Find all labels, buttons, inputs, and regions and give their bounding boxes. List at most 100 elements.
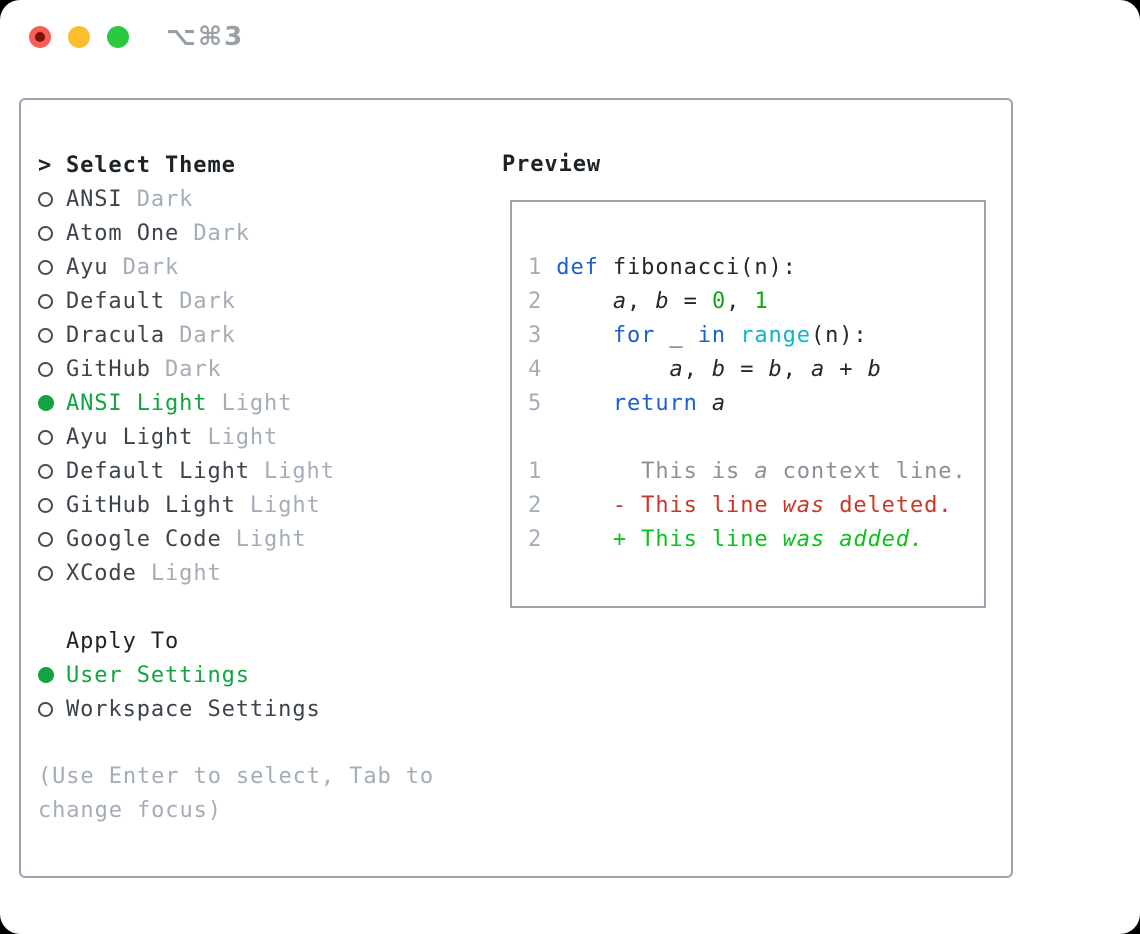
code-token-ctx: context line. xyxy=(768,459,967,484)
code-token-add: + This line xyxy=(612,527,783,552)
radio-marker xyxy=(38,565,66,581)
code-token-kw: in xyxy=(697,323,727,348)
close-dot-icon xyxy=(35,32,45,42)
theme-option-dracula[interactable]: Dracula Dark xyxy=(38,318,434,352)
code-line: 1 This is a context line. xyxy=(528,455,967,489)
theme-option-github-light[interactable]: GitHub Light Light xyxy=(38,488,434,522)
code-token-lit: 1 xyxy=(754,289,769,314)
theme-option-default-light[interactable]: Default Light Light xyxy=(38,454,434,488)
code-token-pl: (n): xyxy=(810,323,868,348)
radio-marker xyxy=(38,497,66,513)
theme-option-label: GitHub Light xyxy=(66,492,236,518)
zoom-button[interactable] xyxy=(107,26,129,48)
theme-option-badge: Light xyxy=(221,390,293,416)
theme-option-ayu-light[interactable]: Ayu Light Light xyxy=(38,420,434,454)
code-token-var: b xyxy=(711,357,727,382)
theme-option-label: Ayu Light xyxy=(66,424,194,450)
code-line: 2 - This line was deleted. xyxy=(528,489,967,523)
theme-option-label: Default xyxy=(66,288,166,314)
theme-option-ayu[interactable]: Ayu Dark xyxy=(38,250,434,284)
theme-option-label: GitHub xyxy=(66,356,151,382)
theme-option-badge: Light xyxy=(150,560,222,586)
code-token-num: 1 xyxy=(528,459,543,484)
code-token-del: - This line xyxy=(612,493,783,518)
theme-option-badge: Dark xyxy=(193,220,250,246)
radio-marker xyxy=(38,259,66,275)
code-line: 4 a, b = b, a + b xyxy=(528,353,967,387)
theme-option-badge: Light xyxy=(264,458,335,484)
theme-option-badge-space xyxy=(222,527,236,552)
apply-option-workspace-settings[interactable]: Workspace Settings xyxy=(38,692,434,726)
radio-icon xyxy=(38,293,53,309)
code-token-pl: fibonacci(n): xyxy=(598,255,797,280)
theme-option-badge-space xyxy=(137,561,151,586)
theme-option-badge-space xyxy=(165,323,179,348)
theme-option-badge: Dark xyxy=(136,186,194,212)
theme-option-label: ANSI Light xyxy=(66,390,208,416)
theme-option-ansi-light[interactable]: ANSI Light Light xyxy=(38,386,434,420)
radio-icon xyxy=(38,361,53,377)
code-blank-line xyxy=(528,421,967,455)
radio-marker xyxy=(38,191,66,207)
code-token-pl: _ xyxy=(655,323,698,348)
theme-option-badge-space xyxy=(151,357,165,382)
code-line: 2 + This line was added. xyxy=(528,523,967,557)
code-token-pl xyxy=(726,323,740,348)
theme-option-label: Google Code xyxy=(66,526,222,552)
theme-list-title: Select Theme xyxy=(66,152,236,178)
code-token-pl xyxy=(542,323,613,348)
radio-marker xyxy=(38,327,66,343)
theme-option-badge-space xyxy=(236,493,250,518)
theme-option-default[interactable]: Default Dark xyxy=(38,284,434,318)
minimize-button[interactable] xyxy=(68,26,90,48)
code-token-pl xyxy=(542,289,613,314)
theme-option-github[interactable]: GitHub Dark xyxy=(38,352,434,386)
radio-marker xyxy=(38,429,66,445)
radio-marker xyxy=(38,293,66,309)
code-token-deli: was xyxy=(782,493,826,518)
theme-option-ansi[interactable]: ANSI Dark xyxy=(38,182,434,216)
radio-icon xyxy=(38,191,53,207)
code-token-pl xyxy=(698,391,712,416)
code-token-fn: range xyxy=(740,323,811,348)
theme-option-atom-one[interactable]: Atom One Dark xyxy=(38,216,434,250)
radio-selected-icon xyxy=(38,667,54,683)
apply-option-user-settings[interactable]: User Settings xyxy=(38,658,434,692)
code-token-pl xyxy=(542,391,613,416)
focus-caret: > xyxy=(38,152,53,178)
code-line: 2 a, b = 0, 1 xyxy=(528,285,967,319)
code-token-pl xyxy=(542,527,613,552)
close-button[interactable] xyxy=(29,26,51,48)
radio-icon xyxy=(38,429,53,445)
code-token-var: a xyxy=(612,289,628,314)
code-token-del: deleted. xyxy=(825,493,953,518)
theme-list-title-row: > Select Theme xyxy=(38,148,434,182)
theme-option-badge-space xyxy=(123,187,137,212)
radio-icon xyxy=(38,497,53,513)
theme-option-badge: Dark xyxy=(179,288,236,314)
code-token-lit: 0 xyxy=(711,289,727,314)
theme-option-badge: Light xyxy=(249,492,321,518)
theme-option-badge-space xyxy=(207,391,221,416)
theme-option-label: Dracula xyxy=(66,322,166,348)
radio-icon xyxy=(38,565,53,581)
theme-option-label: Ayu xyxy=(66,254,109,280)
theme-option-badge: Dark xyxy=(179,322,236,348)
code-token-num: 5 xyxy=(528,391,543,416)
theme-option-google-code[interactable]: Google Code Light xyxy=(38,522,434,556)
code-token-pl: = xyxy=(669,289,712,314)
code-token-kw: def xyxy=(556,255,599,280)
radio-icon xyxy=(38,259,53,275)
theme-option-badge: Dark xyxy=(122,254,180,280)
code-token-ctx: This is xyxy=(542,459,755,484)
apply-to-title: Apply To xyxy=(66,628,180,654)
theme-option-xcode[interactable]: XCode Light xyxy=(38,556,434,590)
code-token-var: b xyxy=(655,289,670,314)
apply-option-label: User Settings xyxy=(66,662,250,688)
radio-marker xyxy=(38,463,66,479)
theme-option-label: Atom One xyxy=(66,220,180,246)
